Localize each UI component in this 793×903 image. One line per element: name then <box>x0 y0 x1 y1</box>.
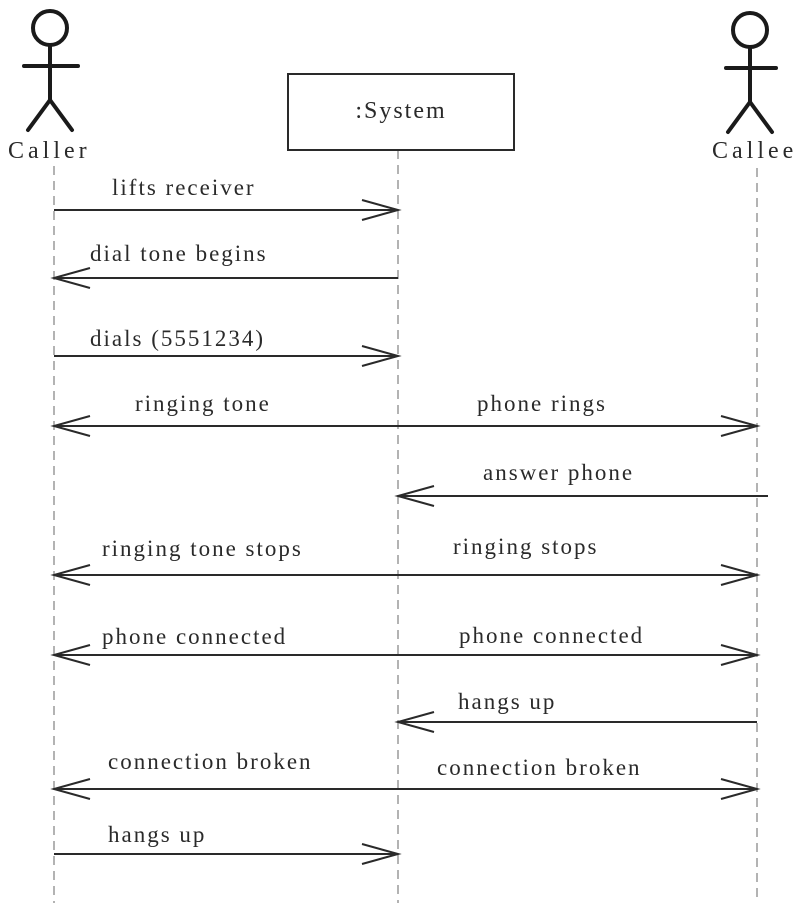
message-label: connection broken <box>437 755 642 780</box>
message-answer-phone: answer phone <box>394 460 768 507</box>
message-phone-connected-caller: phone connected <box>50 624 398 666</box>
message-label: answer phone <box>483 460 634 485</box>
message-phone-connected-callee: phone connected <box>398 623 761 666</box>
message-callee-hangs-up: hangs up <box>394 689 757 733</box>
system-box <box>287 73 515 151</box>
message-label: connection broken <box>108 749 313 774</box>
system-label: :System <box>355 98 446 124</box>
message-dial-tone-begins: dial tone begins <box>50 241 398 289</box>
message-connection-broken-callee: connection broken <box>398 755 761 800</box>
message-lifts-receiver: lifts receiver <box>54 175 402 221</box>
message-label: hangs up <box>108 822 206 847</box>
message-label: dials (5551234) <box>90 326 265 351</box>
message-ringing-stops: ringing stops <box>398 534 761 586</box>
message-label: ringing stops <box>453 534 598 559</box>
message-label: phone connected <box>459 623 644 648</box>
message-label: phone connected <box>102 624 287 649</box>
message-label: ringing tone <box>135 391 271 416</box>
message-ringing-tone: ringing tone <box>50 391 398 437</box>
message-label: phone rings <box>477 391 607 416</box>
message-dials: dials (5551234) <box>54 326 402 367</box>
message-phone-rings: phone rings <box>398 391 761 437</box>
caller-label: Caller <box>8 138 91 164</box>
message-ringing-tone-stops: ringing tone stops <box>50 536 398 586</box>
message-label: ringing tone stops <box>102 536 303 561</box>
message-label: lifts receiver <box>112 175 256 200</box>
callee-label: Callee <box>712 138 793 164</box>
message-caller-hangs-up: hangs up <box>54 822 402 865</box>
message-label: hangs up <box>458 689 556 714</box>
message-label: dial tone begins <box>90 241 268 266</box>
caller-actor-icon <box>22 9 80 132</box>
callee-actor-icon <box>724 11 778 134</box>
message-connection-broken-caller: connection broken <box>50 749 398 800</box>
